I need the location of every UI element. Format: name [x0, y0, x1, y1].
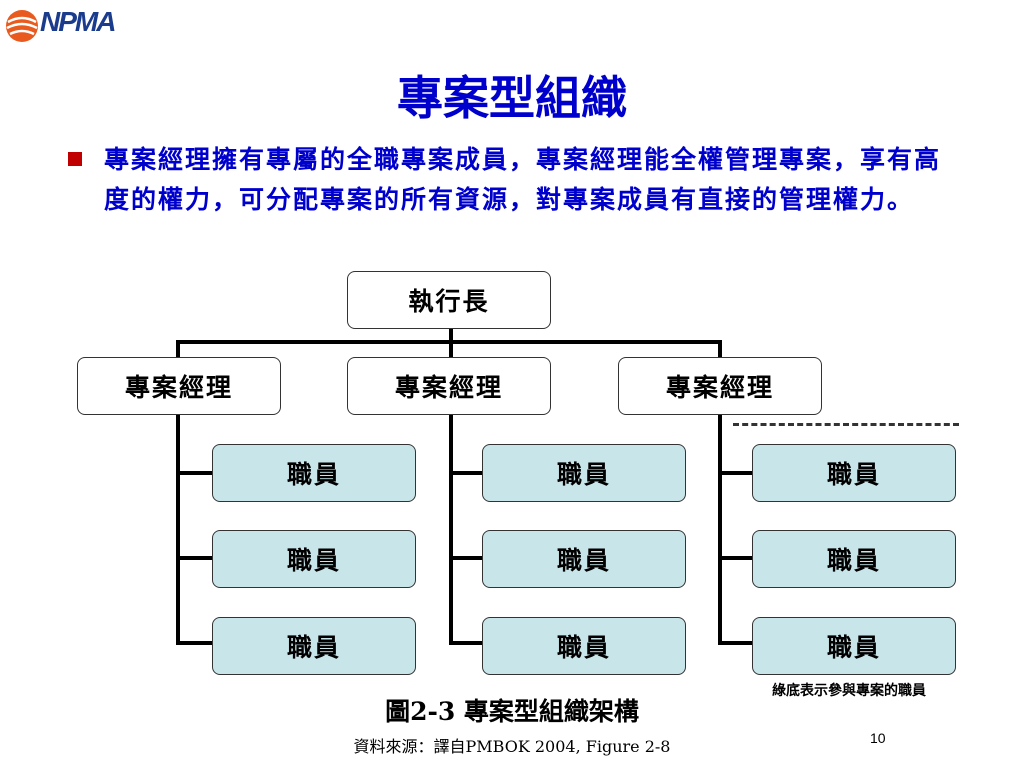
- connector-line: [176, 471, 212, 475]
- page-title: 專案型組織: [397, 71, 627, 125]
- staff-box: 職員: [212, 530, 416, 588]
- legend-note: 綠底表示參與專案的職員: [772, 683, 926, 699]
- connector-line: [176, 556, 212, 560]
- figure-caption: 圖2-3 專案型組織架構: [385, 697, 639, 726]
- connector-line: [176, 641, 212, 645]
- staff-box: 職員: [482, 530, 686, 588]
- staff-box: 職員: [752, 617, 956, 675]
- source-citation: 資料來源：譯自PMBOK 2004, Figure 2-8: [353, 737, 671, 756]
- connector-line: [449, 327, 453, 342]
- staff-box: 職員: [482, 444, 686, 502]
- bullet-square-icon: [68, 152, 82, 166]
- connector-line: [449, 556, 483, 560]
- staff-box: 職員: [752, 530, 956, 588]
- executive-box: 執行長: [347, 271, 551, 329]
- connector-line: [449, 340, 453, 359]
- connector-line: [176, 340, 180, 359]
- staff-box: 職員: [482, 617, 686, 675]
- page-number: 10: [870, 730, 886, 746]
- staff-box: 職員: [212, 444, 416, 502]
- connector-line: [449, 471, 483, 475]
- bullet-text: 專案經理擁有專屬的全職專案成員，專案經理能全權管理專案，享有高度的權力，可分配專…: [104, 145, 942, 214]
- connector-line: [449, 641, 483, 645]
- project-manager-box: 專案經理: [77, 357, 281, 415]
- globe-icon: [6, 10, 38, 42]
- connector-line: [718, 413, 722, 645]
- connector-line: [176, 413, 180, 645]
- connector-line: [718, 471, 754, 475]
- connector-line: [718, 641, 754, 645]
- connector-line: [449, 413, 453, 645]
- logo-text: NPMA: [40, 6, 116, 37]
- project-manager-box: 專案經理: [618, 357, 822, 415]
- project-manager-box: 專案經理: [347, 357, 551, 415]
- staff-box: 職員: [752, 444, 956, 502]
- dashed-divider: [733, 423, 959, 426]
- connector-line: [718, 340, 722, 359]
- connector-line: [718, 556, 754, 560]
- npma-logo: NPMA: [4, 4, 144, 48]
- staff-box: 職員: [212, 617, 416, 675]
